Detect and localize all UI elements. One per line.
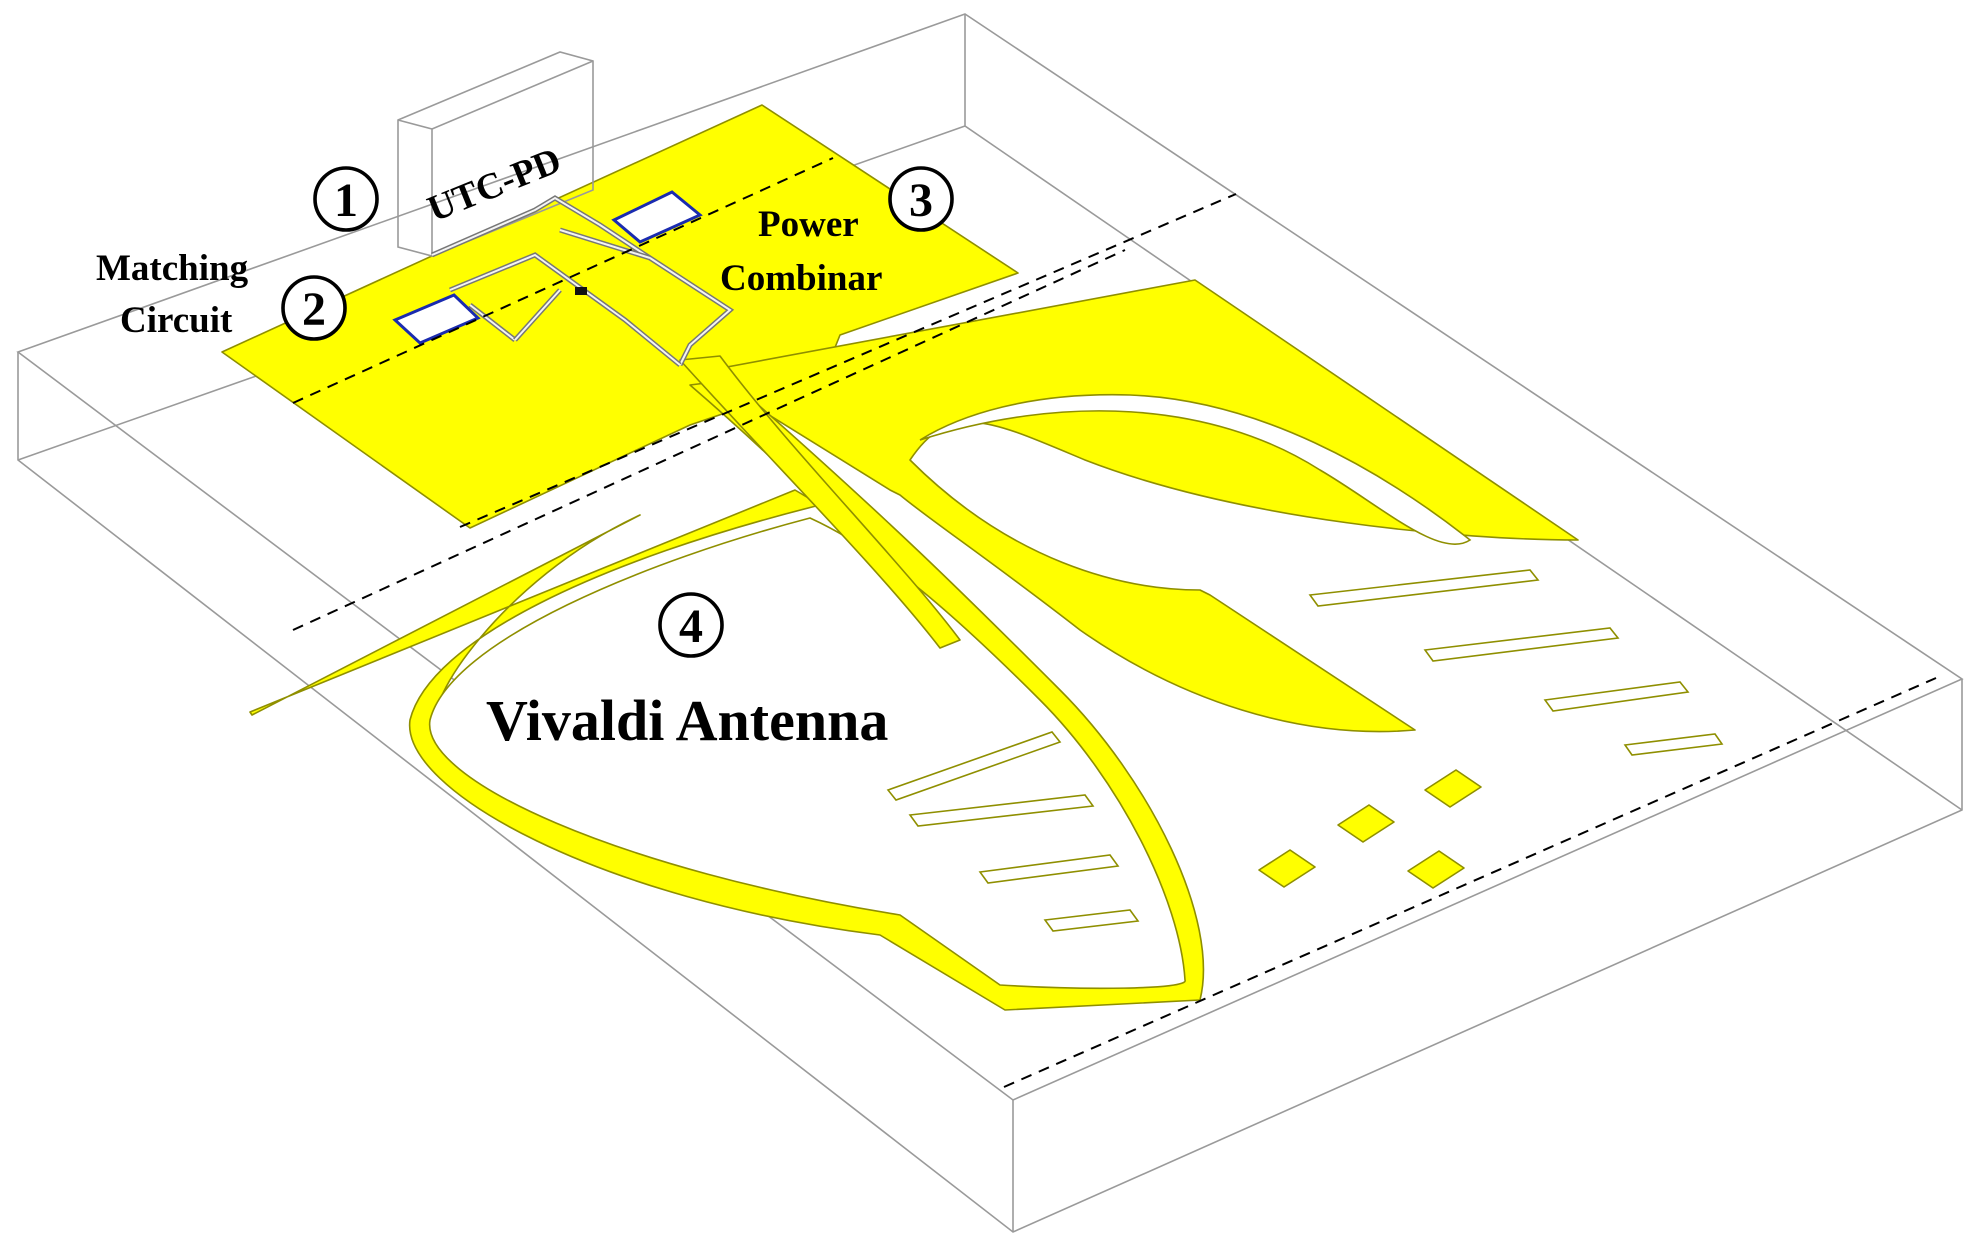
label-matching-line1: Matching [96,248,249,289]
antenna-arm-upper [699,279,1579,733]
corrugation-slot [978,854,1120,884]
marker-number: 4 [679,600,703,653]
marker-number: 1 [334,174,358,227]
chip-edge [431,60,594,130]
marker-4: 4 [658,592,724,658]
matching-pad-left [392,293,481,345]
antenna-feed-line [679,355,961,649]
parasitic-pads [1258,769,1482,889]
corrugation-slot [908,794,1095,827]
marker-circle [658,592,724,658]
section-dividers [292,157,1937,1088]
label-power-line1: Power [758,204,859,245]
power-combiner-traces [392,190,735,367]
divider-antenna [292,249,1126,631]
marker-3: 3 [888,166,954,232]
marker-number: 3 [909,174,933,227]
label-matching-line2: Circuit [120,300,233,341]
marker-2: 2 [281,275,347,341]
parasitic-pad [1424,769,1482,808]
parasitic-pad [1258,849,1316,888]
parasitic-pad [1337,804,1395,843]
divider-combiner [459,193,1237,528]
corrugation-slot [886,731,1062,801]
combiner-resistor [575,287,587,295]
marker-1: 1 [313,166,379,232]
marker-circle [313,166,379,232]
label-power-line2: Combinar [720,258,882,299]
matching-pad-right [611,190,703,244]
chip-edge [397,119,433,130]
chip-outline [397,51,594,257]
corrugation-slot [1623,733,1724,756]
corrugations-upper [1308,569,1724,756]
parasitic-pad [1407,850,1465,889]
label-vivaldi-antenna: Vivaldi Antenna [486,688,888,753]
marker-number: 2 [302,283,326,336]
corrugation-slot [1543,681,1690,712]
corrugation-slot [1043,909,1140,932]
utc-pd-chip [397,51,594,257]
marker-circle [281,275,347,341]
marker-circle [888,166,954,232]
corrugation-slot [1423,627,1620,662]
antenna-slot-upper [919,393,1472,546]
numbered-markers: 1 2 3 4 [281,166,954,658]
divider-matching [292,157,834,404]
corrugation-slot [1308,569,1540,607]
corrugations-lower [886,731,1140,932]
